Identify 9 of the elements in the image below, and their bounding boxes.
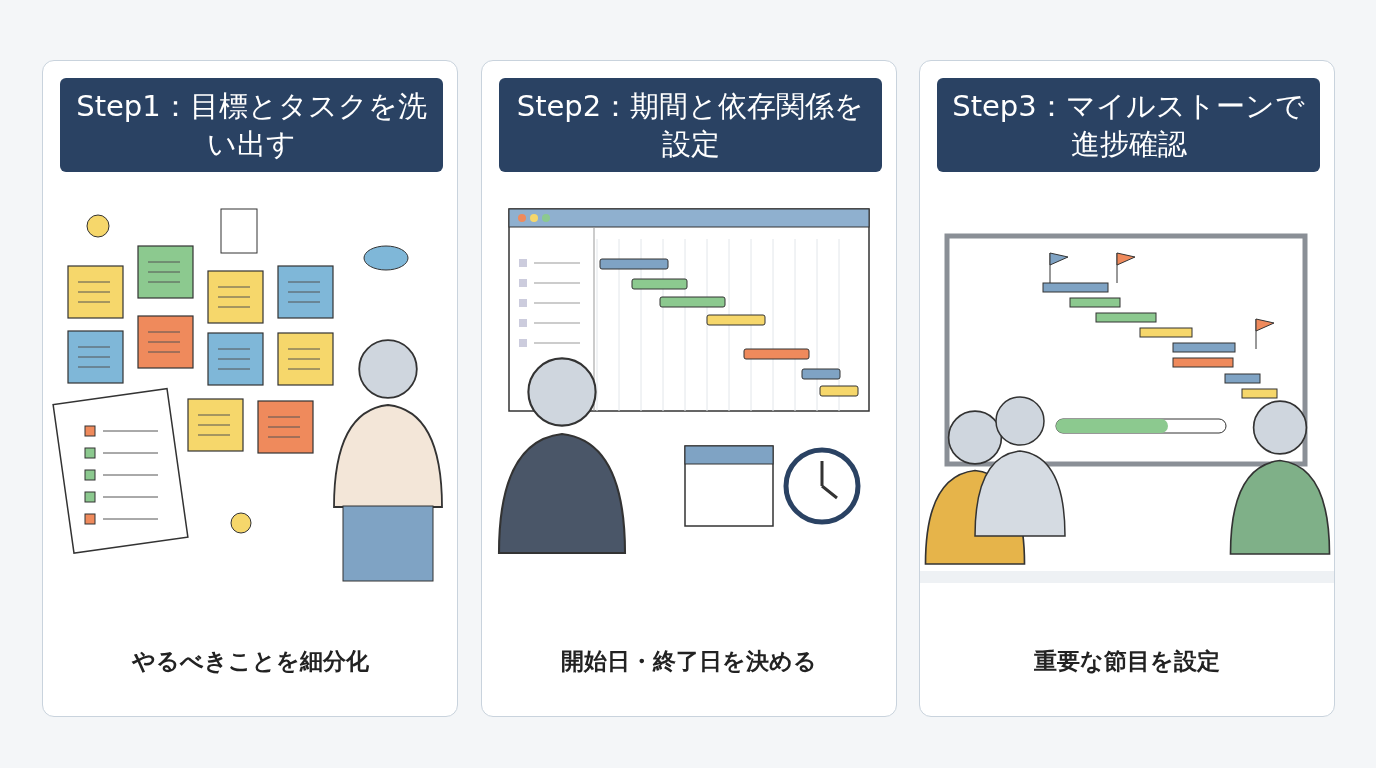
step-header: Step3：マイルストーンで進捗確認 <box>937 78 1320 172</box>
step-card <box>481 60 897 717</box>
step-header: Step2：期間と依存関係を設定 <box>499 78 882 172</box>
step-header: Step1：目標とタスクを洗い出す <box>60 78 443 172</box>
step-caption: やるべきことを細分化 <box>130 647 370 676</box>
step-caption: 開始日・終了日を決める <box>560 647 818 676</box>
step-card <box>42 60 458 717</box>
step-caption: 重要な節目を設定 <box>1033 647 1221 676</box>
step-card <box>919 60 1335 717</box>
